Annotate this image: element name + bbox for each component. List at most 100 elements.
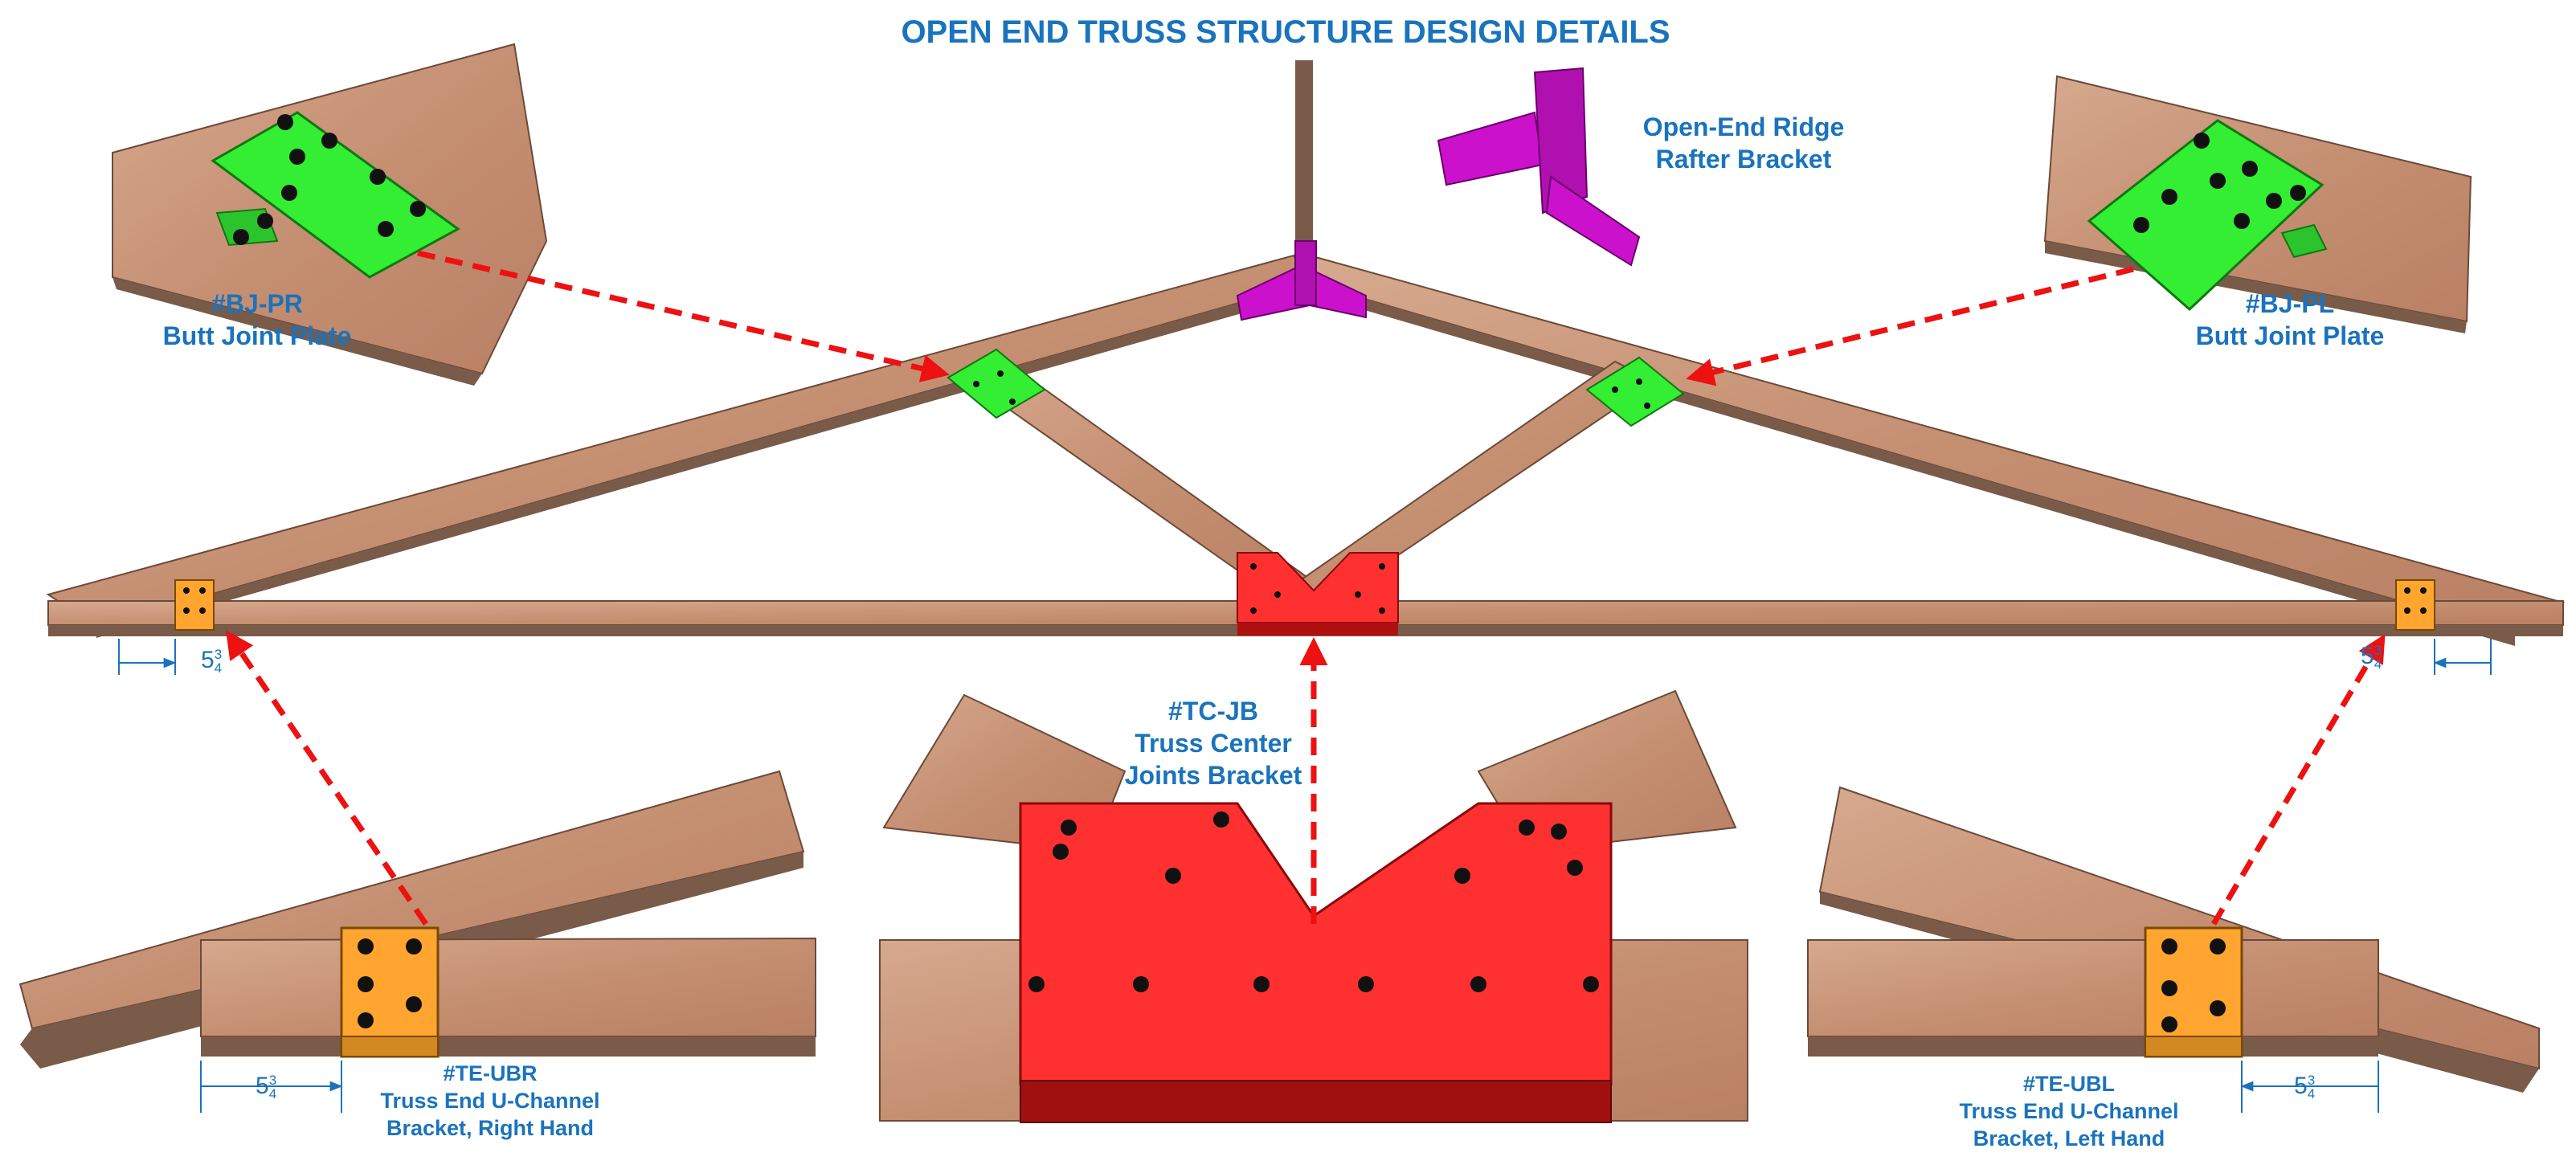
bolt-hole (1583, 976, 1599, 992)
bj-pr-name: Butt Joint Plate (162, 321, 352, 350)
te-ubr-line2: Bracket, Right Hand (386, 1115, 595, 1140)
bolt-hole (1355, 591, 1361, 598)
bolt-hole (2210, 1000, 2226, 1016)
bolt-hole (183, 607, 190, 614)
bolt-hole (1213, 811, 1229, 828)
ridge-bracket-label: Open-End Ridge Rafter Bracket (1607, 111, 1880, 175)
bj-pl-label: #BJ-PL Butt Joint Plate (2169, 288, 2410, 352)
bolt-hole (2234, 213, 2250, 229)
bolt-hole (1644, 403, 1650, 409)
bolt-hole (2210, 173, 2226, 189)
tc-jb-installed (1237, 552, 1399, 623)
dimension-numerator: 3 (268, 1073, 277, 1089)
tc-jb-line1: Truss Center (1135, 729, 1292, 758)
bolt-hole (1250, 563, 1257, 570)
bolt-hole (2210, 938, 2226, 954)
bolt-hole (1470, 976, 1486, 992)
bolt-hole (997, 370, 1004, 377)
dimension-denominator: 4 (2307, 1086, 2316, 1102)
bj-pr-installed (947, 348, 1046, 419)
te-ubl-label: #TE-UBL Truss End U-Channel Bracket, Lef… (1924, 1071, 2214, 1152)
bolt-hole (406, 938, 422, 954)
bj-pr-code: #BJ-PR (211, 289, 303, 318)
bolt-hole (281, 185, 297, 201)
page-title: OPEN END TRUSS STRUCTURE DESIGN DETAILS (844, 12, 1728, 52)
te-ubl-detail (1807, 786, 2540, 1093)
bolt-hole (1253, 976, 1270, 992)
bolt-hole (257, 213, 273, 229)
dimension-denominator: 4 (268, 1086, 277, 1102)
bolt-hole (2404, 607, 2410, 614)
bolt-hole (406, 996, 422, 1012)
bolt-hole (183, 587, 190, 594)
ridge-bracket-line1: Open-End Ridge (1642, 112, 1845, 141)
tc-jb-code: #TC-JB (1167, 697, 1258, 726)
bolt-hole (1061, 820, 1077, 836)
bolt-hole (277, 114, 293, 130)
bolt-hole (1567, 860, 1583, 876)
bolt-hole (2161, 189, 2177, 205)
dimension-whole: 5 (201, 647, 215, 673)
callout-arrows (226, 250, 2386, 926)
bolt-hole (370, 169, 386, 185)
bolt-hole (358, 1012, 374, 1028)
bolt-hole (2290, 185, 2306, 201)
bolt-hole (1250, 607, 1257, 614)
bolt-hole (233, 229, 249, 245)
tc-jb-label: #TC-JB Truss Center Joints Bracket (1089, 695, 1338, 791)
bolt-holes (183, 114, 2427, 1032)
te-ubl-code: #TE-UBL (2023, 1072, 2115, 1096)
te-ubl-installed (2395, 579, 2435, 631)
bolt-hole (410, 201, 426, 217)
ridge-bracket-post (1294, 240, 1317, 306)
dimension-numerator: 3 (214, 647, 223, 663)
bolt-hole (2161, 1016, 2177, 1032)
bolt-hole (2133, 217, 2149, 233)
center-post (1295, 60, 1313, 269)
arrow-te-ubr (226, 630, 428, 926)
bj-pl-installed (1585, 356, 1685, 427)
main-truss (46, 60, 2566, 646)
te-ubr-detail (18, 770, 816, 1069)
bolt-hole (2161, 938, 2177, 954)
bolt-hole (1612, 386, 1618, 393)
bolt-hole (1028, 976, 1045, 992)
bolt-hole (199, 587, 206, 594)
bolt-hole (2161, 980, 2177, 996)
bolt-hole (1636, 378, 1642, 385)
bolt-hole (1454, 868, 1470, 884)
bolt-hole (321, 133, 337, 149)
te-ubr-code: #TE-UBR (443, 1061, 538, 1085)
te-ubl-line1: Truss End U-Channel (1959, 1098, 2179, 1123)
bolt-hole (1379, 563, 1385, 570)
bolt-hole (199, 607, 206, 614)
bolt-hole (1358, 976, 1374, 992)
bj-pr-detail (112, 43, 548, 386)
bj-pr-label: #BJ-PR Butt Joint Plate (137, 288, 378, 352)
bolt-hole (378, 221, 394, 237)
dimension-lines (118, 639, 2492, 1113)
bolt-hole (2420, 587, 2427, 594)
ridge-bracket-line2: Rafter Bracket (1655, 145, 1832, 174)
bolt-hole (1379, 607, 1385, 614)
dimension-numerator: 3 (2307, 1073, 2316, 1089)
tc-jb-line2: Joints Bracket (1124, 761, 1302, 790)
bolt-hole (973, 381, 979, 387)
arrow-bj-pl (1686, 266, 2134, 386)
bolt-hole (1519, 820, 1535, 836)
dimension-denominator: 4 (214, 660, 223, 676)
te-ubr-installed (174, 579, 215, 631)
bolt-hole (1551, 824, 1567, 840)
dimension-whole: 5 (2294, 1073, 2308, 1099)
bolt-hole (289, 149, 305, 165)
bolt-hole (2242, 161, 2258, 177)
bolt-hole (1053, 844, 1069, 860)
